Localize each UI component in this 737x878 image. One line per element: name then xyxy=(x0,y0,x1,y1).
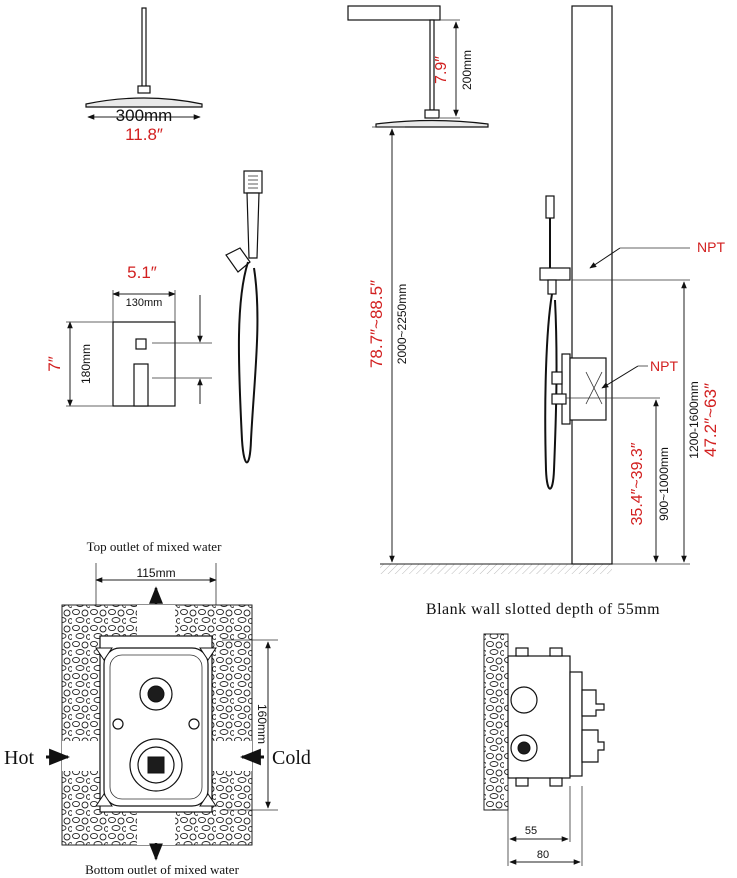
hose xyxy=(237,261,259,464)
valve-box-side-view: Blank wall slotted depth of 55mm 55 80 xyxy=(426,601,660,866)
mixer-handle xyxy=(133,363,149,407)
head-height-mm: 2000~2250mm xyxy=(395,284,409,364)
cold-label: Cold xyxy=(272,747,311,769)
wall-holder xyxy=(539,267,571,281)
trim-plate-view: 5.1″ 130mm 7″ 180mm xyxy=(45,263,212,407)
head-width-in: 11.8″ xyxy=(125,125,163,144)
box-width-mm: 115mm xyxy=(136,566,175,580)
valve-box-front-view: Top outlet of mixed water 115mm Hot Cold xyxy=(4,539,311,877)
hand-shower-view xyxy=(225,170,263,464)
trim-width-mm: 130mm xyxy=(126,297,163,309)
side-port-top xyxy=(510,686,538,714)
outer-depth: 80 xyxy=(537,849,549,861)
cartridge-stem xyxy=(147,756,165,774)
head-height-in: 78.7″~88.5″ xyxy=(367,280,386,368)
hot-label: Hot xyxy=(4,747,34,769)
side-cover xyxy=(569,671,583,777)
floor-hatch xyxy=(380,564,612,574)
hand-shower-head xyxy=(243,170,263,194)
valve-body-side xyxy=(569,357,607,421)
hand-shower-holder xyxy=(225,247,251,273)
slot-depth-caption: Blank wall slotted depth of 55mm xyxy=(426,601,660,618)
trim-height-in: 7″ xyxy=(45,356,64,371)
holder-height-in: 47.2″~63″ xyxy=(701,383,720,457)
rain-head-plate xyxy=(85,97,203,108)
hand-shower-handle xyxy=(246,192,260,259)
installation-elevation: 7.9″ 200mm 78.7″~88.5″ 2000~2250mm NPT N… xyxy=(347,5,725,574)
shower-arm xyxy=(141,7,147,89)
hose-side xyxy=(544,293,558,490)
top-outlet-label: Top outlet of mixed water xyxy=(87,539,223,554)
arm-length-in: 7.9″ xyxy=(433,56,450,84)
trim-height-mm: 180mm xyxy=(79,344,93,384)
holder-height-mm: 1200-1600mm xyxy=(687,381,701,458)
ceiling-plate xyxy=(347,5,441,21)
npt-label-valve: NPT xyxy=(650,358,678,374)
trim-width-in: 5.1″ xyxy=(127,263,157,282)
head-width-mm: 300mm xyxy=(116,106,173,125)
valve-trim-side xyxy=(561,353,571,425)
box-height-mm: 160mm xyxy=(255,704,269,744)
rain-shower-head-view: 300mm 11.8″ xyxy=(85,7,203,144)
bottom-outlet-label: Bottom outlet of mixed water xyxy=(85,862,239,877)
side-handle xyxy=(581,729,605,763)
side-diverter xyxy=(581,689,605,717)
arm-length-mm: 200mm xyxy=(460,50,474,90)
rain-head-side xyxy=(375,119,489,128)
ceiling-arm-fitting xyxy=(424,109,440,119)
arm-fitting xyxy=(137,85,151,94)
valve-height-mm: 900~1000mm xyxy=(657,447,671,521)
wall-section xyxy=(571,5,613,565)
hand-shower-side xyxy=(545,195,555,219)
diverter-knob xyxy=(135,338,147,350)
valve-height-in: 35.4″~39.3″ xyxy=(629,442,646,525)
inner-depth: 55 xyxy=(525,825,537,837)
npt-label-top: NPT xyxy=(697,239,725,255)
side-stone-wall xyxy=(483,633,509,811)
